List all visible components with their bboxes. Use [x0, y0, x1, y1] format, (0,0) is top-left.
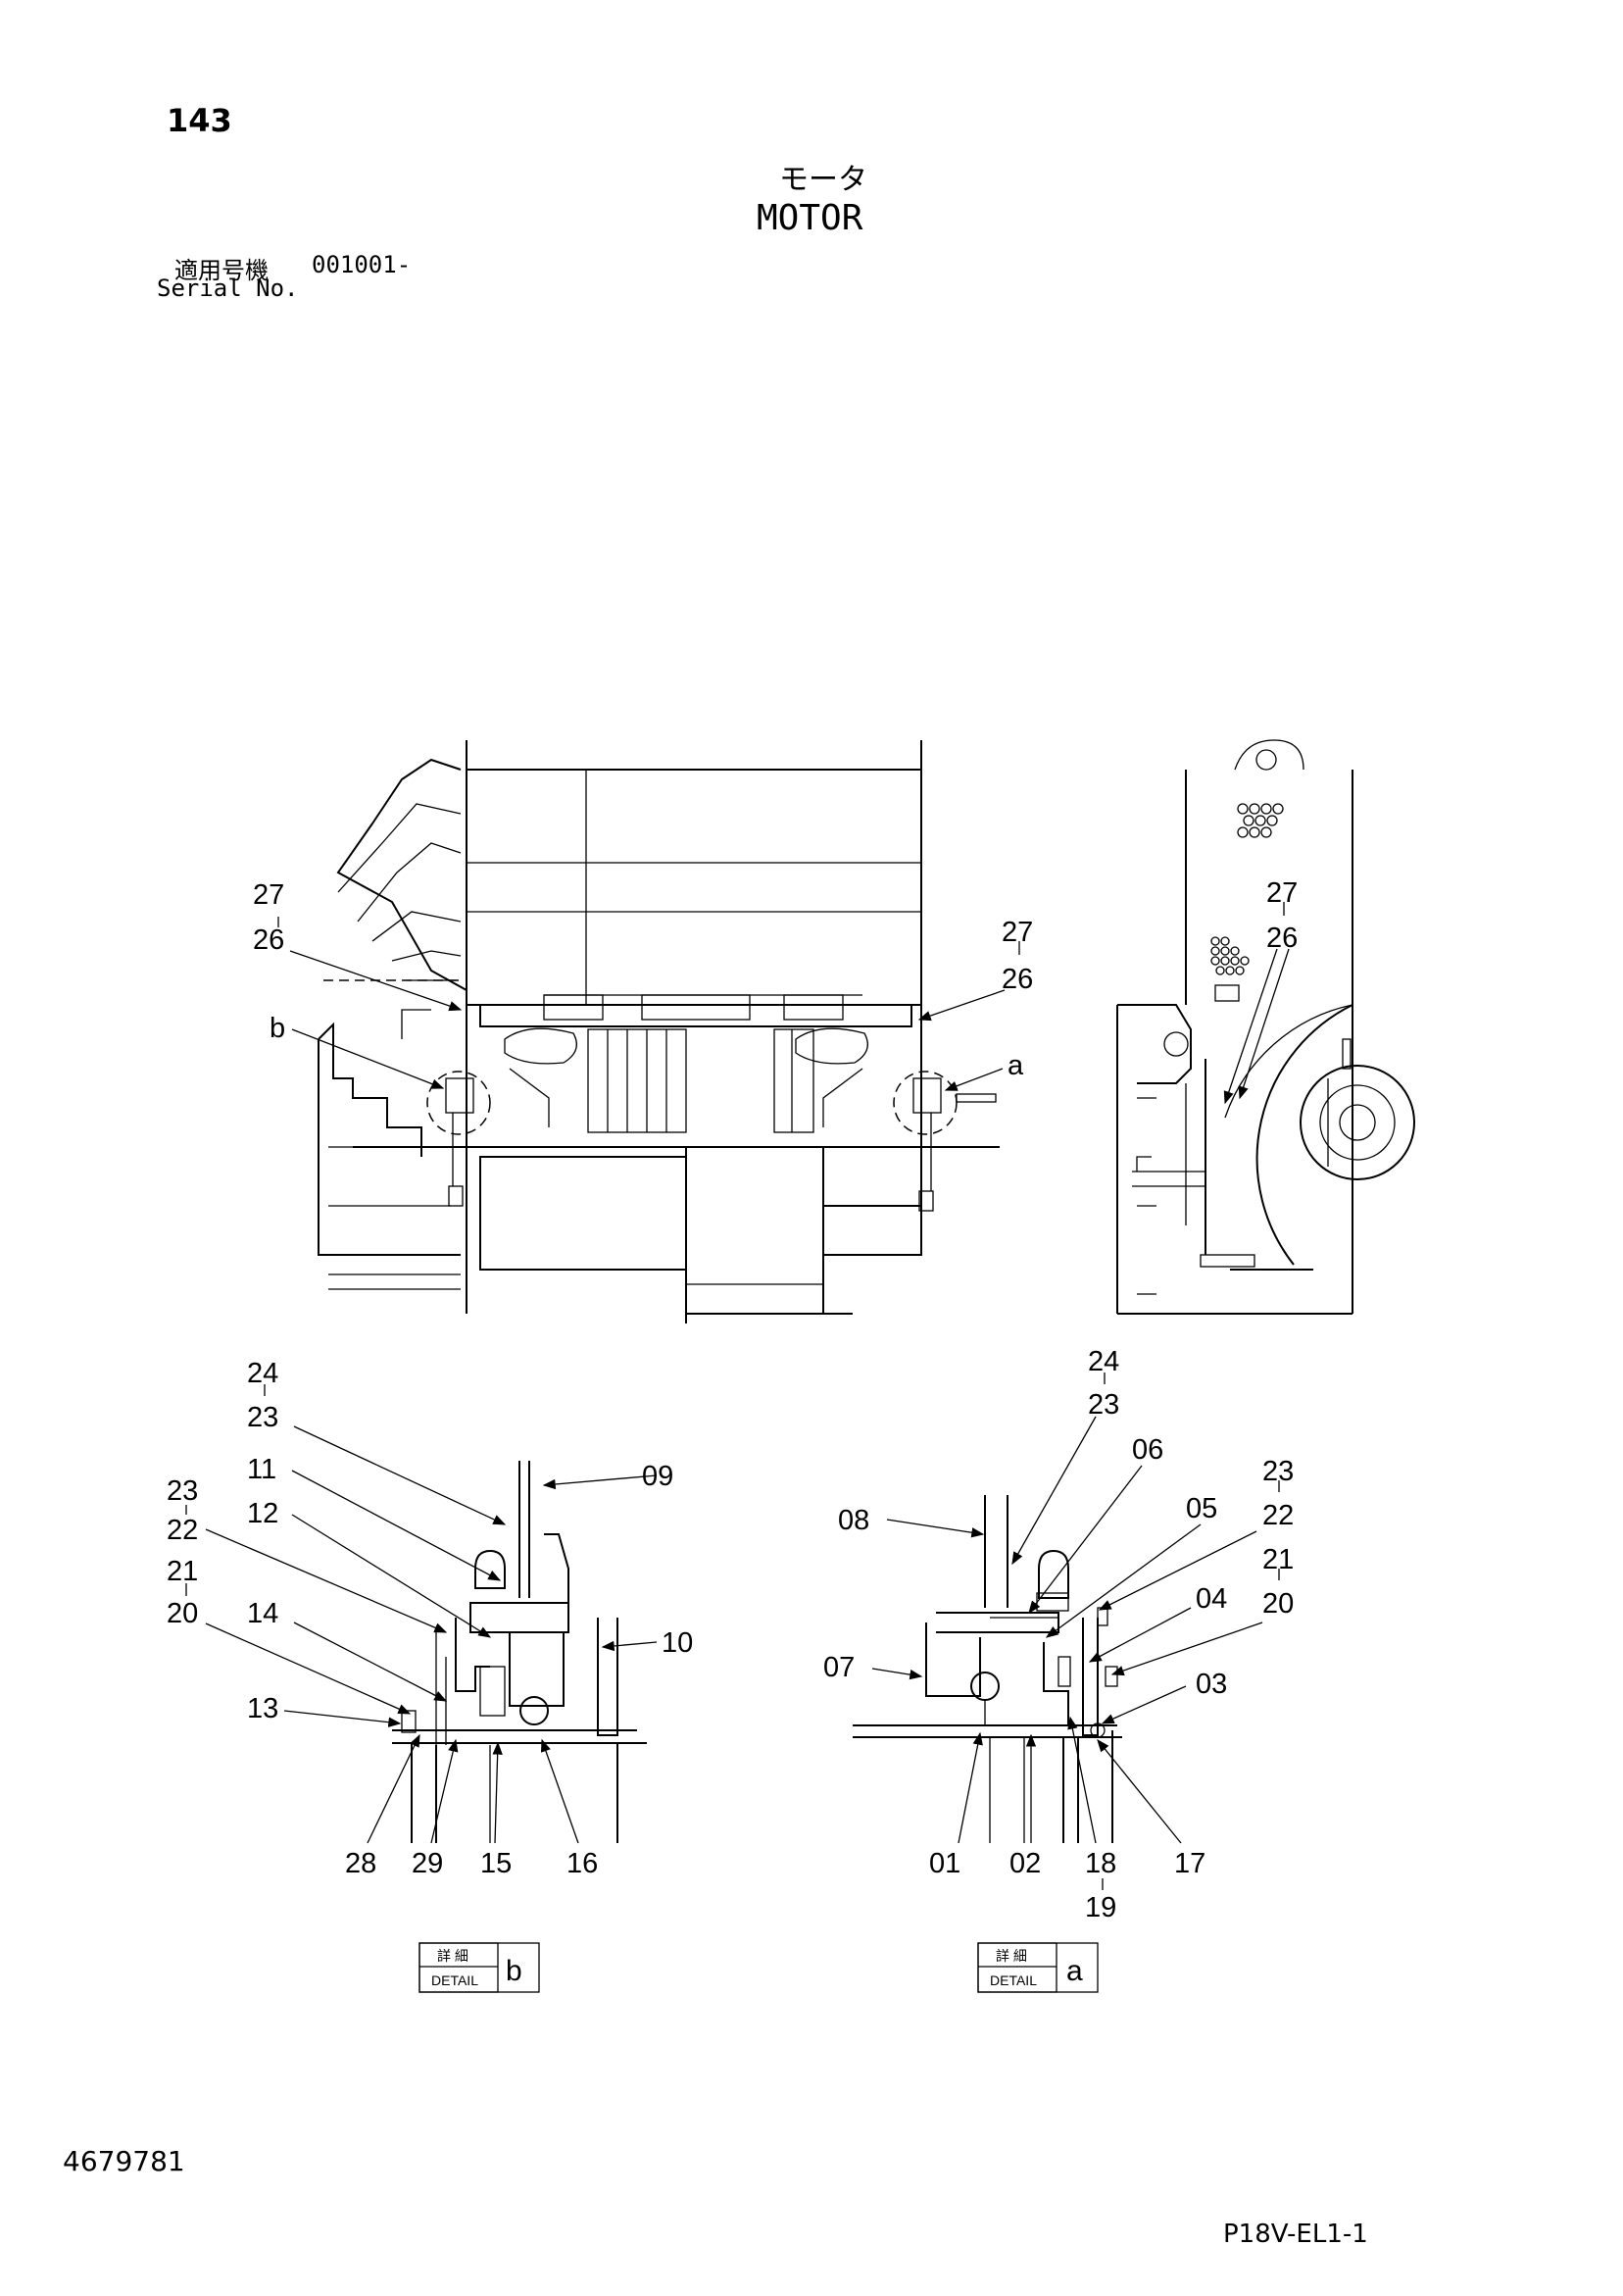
- detail-b-box: 詳 細 DETAIL b: [418, 1942, 540, 1993]
- label-a-23a: 23: [1088, 1389, 1119, 1421]
- detail-b-labels: 24 23 11 12 23 22 21 20 14 13 09 10 28 2…: [167, 1358, 693, 1879]
- label-b-09: 09: [642, 1461, 673, 1492]
- label-b-12: 12: [247, 1498, 278, 1529]
- callout-27-left: 27: [253, 879, 284, 911]
- label-a-03: 03: [1196, 1669, 1227, 1700]
- label-a-17: 17: [1174, 1848, 1205, 1879]
- label-a-24: 24: [1088, 1346, 1119, 1377]
- label-b-23b: 23: [167, 1475, 198, 1507]
- callout-a: a: [1008, 1050, 1024, 1081]
- detail-b-letter: b: [506, 1955, 522, 1987]
- label-a-04: 04: [1196, 1583, 1227, 1615]
- callout-26-right: 26: [1002, 964, 1033, 995]
- detail-a-en: DETAIL: [990, 1972, 1037, 1988]
- label-a-18: 18: [1085, 1848, 1116, 1879]
- page-number: 143: [167, 102, 232, 139]
- label-b-29: 29: [412, 1848, 443, 1879]
- label-b-21: 21: [167, 1556, 198, 1587]
- label-a-01: 01: [929, 1848, 960, 1879]
- detail-a-drawing: [853, 1373, 1280, 1890]
- main-front-view: [277, 740, 1020, 1323]
- detail-b-drawing: [185, 1384, 658, 1844]
- detail-b-jp: 詳 細: [437, 1948, 468, 1964]
- detail-a-labels: 24 23 06 08 05 23 22 21 20 04 07 03 01 0…: [823, 1346, 1294, 1923]
- label-b-13: 13: [247, 1693, 278, 1724]
- sheet-code: P18V-EL1-1: [1223, 2220, 1368, 2249]
- label-a-21: 21: [1262, 1544, 1294, 1575]
- label-a-02: 02: [1009, 1848, 1041, 1879]
- side-view: [1116, 739, 1415, 1315]
- label-b-11: 11: [247, 1454, 276, 1485]
- label-b-14: 14: [247, 1598, 278, 1629]
- label-b-16: 16: [566, 1848, 598, 1879]
- serial-label-english: Serial No.: [157, 275, 299, 302]
- title-japanese: モータ: [779, 163, 867, 197]
- callout-27-side: 27: [1266, 877, 1298, 909]
- label-b-24: 24: [247, 1358, 278, 1389]
- callout-b: b: [270, 1013, 285, 1044]
- label-a-06: 06: [1132, 1434, 1163, 1466]
- drawing-number: 4679781: [63, 2145, 185, 2177]
- label-a-20: 20: [1262, 1588, 1294, 1620]
- detail-a-box: 詳 細 DETAIL a: [977, 1942, 1099, 1993]
- label-b-23a: 23: [247, 1402, 278, 1433]
- label-a-07: 07: [823, 1652, 855, 1683]
- callout-26-left: 26: [253, 924, 284, 956]
- label-b-10: 10: [662, 1627, 693, 1659]
- callout-27-right: 27: [1002, 917, 1033, 948]
- serial-label-japanese: 適用号機: [174, 257, 269, 284]
- label-a-19: 19: [1085, 1892, 1116, 1923]
- label-b-15: 15: [480, 1848, 512, 1879]
- label-b-20: 20: [167, 1598, 198, 1629]
- label-b-22: 22: [167, 1515, 198, 1546]
- callout-26-side: 26: [1266, 923, 1298, 954]
- serial-value: 001001-: [312, 251, 412, 278]
- label-b-28: 28: [345, 1848, 376, 1879]
- detail-a-jp: 詳 細: [996, 1948, 1027, 1964]
- label-a-08: 08: [838, 1505, 869, 1536]
- label-a-05: 05: [1186, 1493, 1217, 1524]
- label-a-23b: 23: [1262, 1456, 1294, 1487]
- title-english: MOTOR: [757, 198, 863, 238]
- label-a-22: 22: [1262, 1500, 1294, 1531]
- detail-a-letter: a: [1066, 1955, 1083, 1987]
- detail-b-en: DETAIL: [431, 1972, 478, 1988]
